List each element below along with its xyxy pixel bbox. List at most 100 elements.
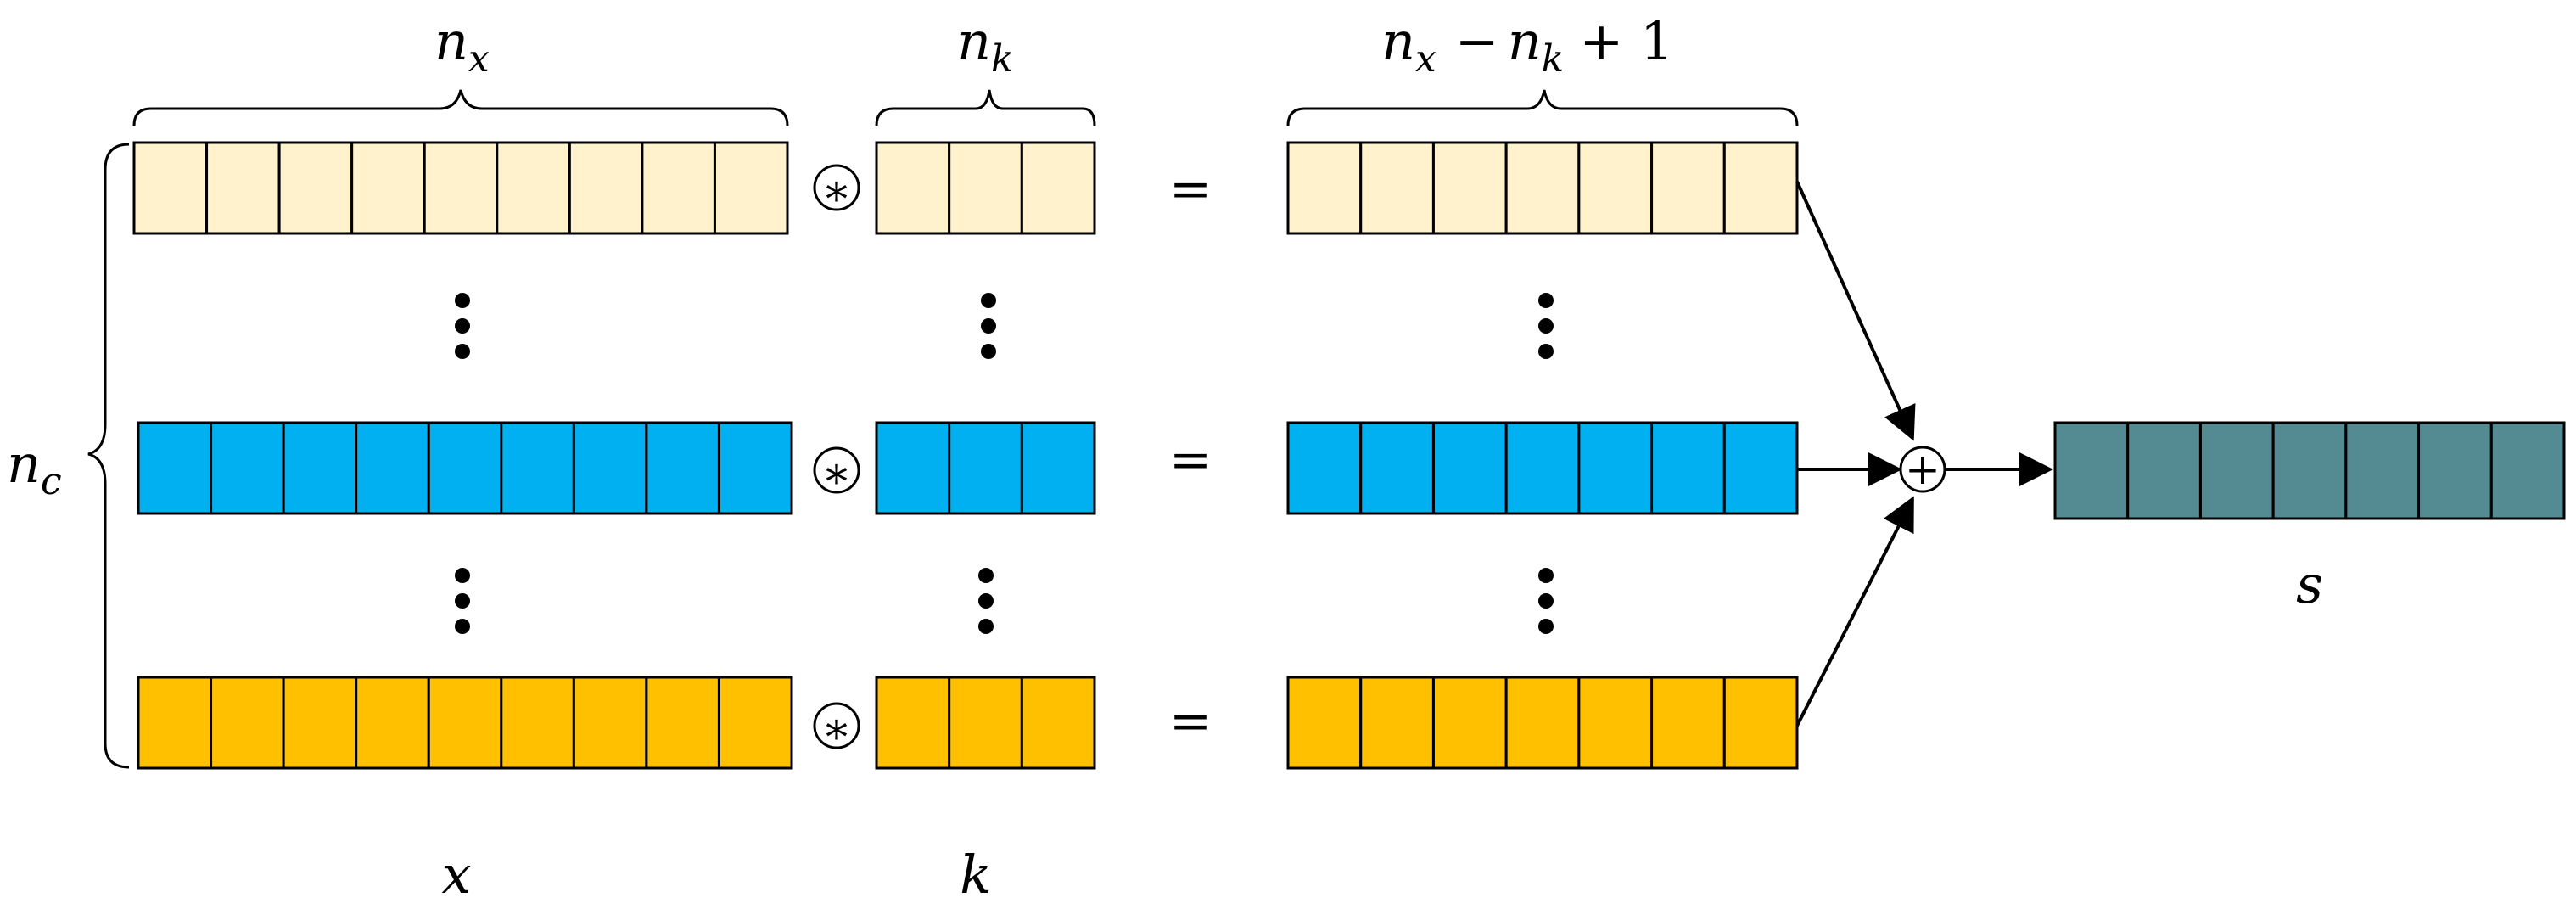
array-cell [948, 421, 1023, 515]
array-cell [1577, 141, 1654, 235]
array-cell [875, 421, 951, 515]
row-last: ∗ = [137, 676, 1799, 770]
array-cell [137, 676, 213, 770]
array-cell [875, 676, 951, 770]
array-cell [355, 421, 430, 515]
array-cell [1722, 676, 1799, 770]
array-cell [1020, 676, 1096, 770]
array-cell [572, 676, 648, 770]
output-array-first [1286, 141, 1799, 235]
array-cell [1359, 421, 1435, 515]
array-cell [2344, 421, 2421, 520]
row-first: ∗ = [132, 141, 1799, 235]
array-cell [1650, 676, 1726, 770]
array-cell [496, 141, 571, 235]
array-cell [132, 141, 209, 235]
array-cell [355, 676, 430, 770]
conv-circle [813, 164, 860, 211]
array-cell [1359, 141, 1435, 235]
array-cell [210, 421, 285, 515]
conv-symbol: ∗ [821, 448, 851, 499]
conv-operator-first: ∗ [813, 164, 860, 216]
k-label: k [960, 844, 992, 906]
nc-brace [87, 143, 130, 769]
arrow-first-to-sum [1795, 181, 1916, 441]
array-cell [2198, 421, 2275, 520]
array-cell [717, 676, 793, 770]
vertical-ellipsis-kernel-lower [978, 568, 994, 634]
nk-label: nk [957, 10, 1014, 81]
array-cell [350, 141, 426, 235]
array-cell [948, 141, 1023, 235]
arrow-last-to-sum [1795, 496, 1914, 727]
vertical-ellipsis-output-upper [1538, 293, 1554, 359]
array-cell [1504, 141, 1581, 235]
vertical-ellipsis-output-lower [1538, 568, 1554, 634]
result-array [2053, 421, 2566, 520]
array-cell [1286, 421, 1363, 515]
array-cell [717, 421, 793, 515]
vertical-ellipsis-input-lower [455, 568, 470, 634]
x-label: x [442, 844, 472, 906]
array-cell [427, 421, 503, 515]
conv-symbol: ∗ [821, 704, 851, 755]
output-length-label: nx−nk+ 1 [1381, 10, 1673, 81]
output-array-last [1286, 676, 1799, 770]
array-cell [2271, 421, 2348, 520]
array-cell [282, 676, 358, 770]
array-cell [1577, 421, 1654, 515]
array-cell [1722, 141, 1799, 235]
conv-circle [813, 702, 860, 749]
input-array-last [137, 676, 793, 770]
array-cell [137, 421, 213, 515]
array-cell [2489, 421, 2566, 520]
array-cell [205, 141, 281, 235]
array-cell [641, 141, 716, 235]
array-cell [1650, 141, 1726, 235]
array-cell [500, 676, 575, 770]
array-cell [282, 421, 358, 515]
equals-sign-last: = [1169, 692, 1212, 751]
row-middle: ∗ = [137, 421, 1799, 515]
array-cell [1020, 141, 1096, 235]
ellipsis-dots [455, 293, 1554, 634]
array-cell [1577, 676, 1654, 770]
conv-operator-last: ∗ [813, 702, 860, 755]
array-cell [645, 421, 720, 515]
array-cell [568, 141, 644, 235]
array-cell [645, 676, 720, 770]
array-cell [1504, 421, 1581, 515]
plus-symbol: + [1905, 445, 1940, 494]
array-cell [210, 676, 285, 770]
array-cell [1431, 676, 1508, 770]
array-cell [1286, 141, 1363, 235]
array-cell [423, 141, 499, 235]
array-cell [1504, 676, 1581, 770]
array-cell [2417, 421, 2493, 520]
array-cell [1359, 676, 1435, 770]
input-array-first [132, 141, 789, 235]
sum-node: + [1899, 445, 1946, 494]
kernel-array-first [875, 141, 1096, 235]
array-cell [2053, 421, 2130, 520]
array-cell [1722, 421, 1799, 515]
array-cell [1431, 141, 1508, 235]
array-cell [1431, 421, 1508, 515]
output-array-middle [1286, 421, 1799, 515]
kernel-array-middle [875, 421, 1096, 515]
s-label: s [2296, 553, 2323, 615]
nc-label: nc [7, 433, 62, 503]
nk-brace [875, 89, 1096, 126]
array-cell [875, 141, 951, 235]
array-cell [572, 421, 648, 515]
conv-symbol: ∗ [821, 166, 851, 216]
input-array-middle [137, 421, 793, 515]
kernel-array-last [875, 676, 1096, 770]
array-cell [1020, 421, 1096, 515]
array-cell [427, 676, 503, 770]
array-cell [2126, 421, 2202, 520]
array-cell [713, 141, 789, 235]
equals-sign-first: = [1169, 160, 1212, 219]
array-cell [948, 676, 1023, 770]
